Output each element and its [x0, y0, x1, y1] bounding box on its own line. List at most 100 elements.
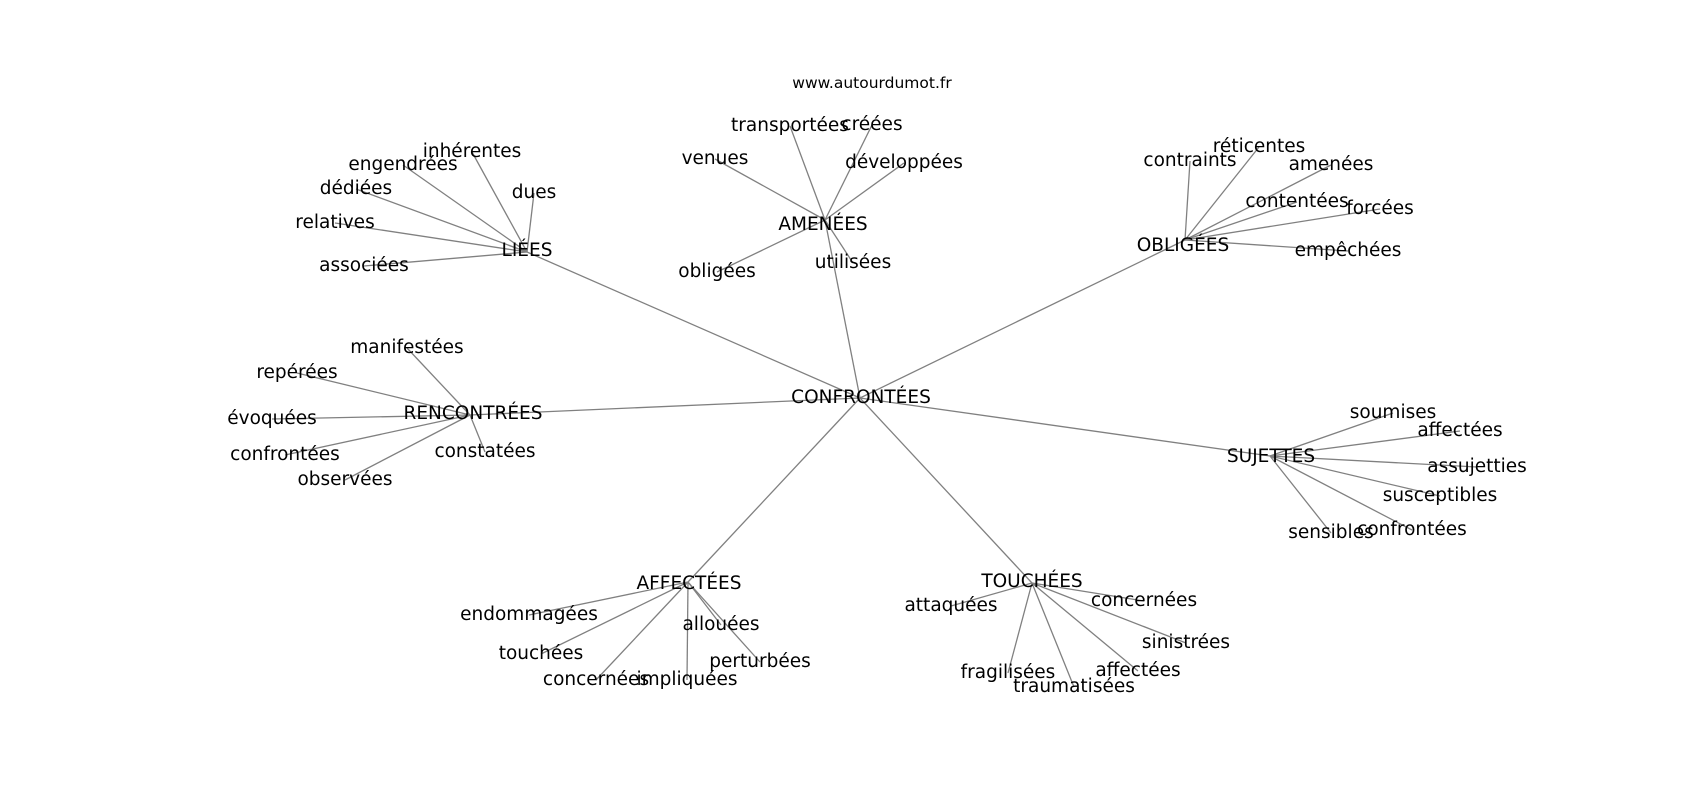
edge-hub-to-word — [1269, 455, 1478, 468]
leaf-word-label: impliquées — [636, 669, 737, 690]
edge-hub-to-word — [1269, 455, 1413, 531]
edge-hub-to-word — [1031, 582, 1139, 672]
hub-node-label: TOUCHÉES — [980, 570, 1082, 592]
edge-hub-to-word — [406, 347, 471, 416]
leaf-word-label: venues — [682, 148, 749, 169]
edge-hub-to-word — [344, 414, 471, 481]
leaf-word-label: sensibles — [1288, 522, 1373, 543]
edge-hub-to-word — [1007, 582, 1033, 674]
edge-hub-to-word — [1031, 582, 1187, 644]
source-url: www.autourdumot.fr — [792, 74, 952, 92]
leaf-word-label: contraints — [1143, 150, 1236, 171]
leaf-word-label: empêchées — [1295, 240, 1402, 261]
edge-hub-to-word — [363, 251, 528, 267]
leaf-word-label: inhérentes — [423, 141, 522, 162]
edge-hub-to-word — [1184, 208, 1381, 241]
leaf-word-label: contentées — [1245, 191, 1348, 212]
edge-hub-to-word — [950, 582, 1033, 607]
leaf-word-label: allouées — [682, 614, 759, 635]
leaf-word-label: relatives — [295, 212, 374, 233]
leaf-word-label: dédiées — [320, 178, 392, 199]
edge-hub-to-word — [471, 151, 528, 253]
leaf-word-label: endommagées — [460, 604, 598, 625]
edge-center-to-hub — [687, 397, 861, 583]
leaf-word-label: développées — [845, 152, 963, 173]
edge-center-to-hub — [859, 397, 1033, 584]
edge-hub-to-word — [789, 125, 826, 221]
edge-hub-to-word — [1269, 412, 1394, 457]
leaf-word-label: affectées — [1417, 420, 1502, 441]
leaf-word-label: touchées — [499, 643, 584, 664]
leaf-word-label: constatées — [434, 441, 535, 462]
leaf-word-label: confrontées — [230, 444, 340, 465]
edge-hub-to-word — [595, 581, 689, 681]
edges-layer — [271, 124, 1478, 688]
edge-hub-to-word — [687, 581, 722, 626]
edge-hub-to-word — [540, 581, 689, 655]
edge-hub-to-word — [1269, 455, 1441, 497]
leaf-word-label: sinistrées — [1142, 632, 1230, 653]
leaf-word-label: traumatisées — [1013, 676, 1135, 697]
edge-hub-to-word — [1184, 239, 1349, 252]
hub-node-label: AMENÉES — [778, 213, 867, 235]
edge-hub-to-word — [686, 581, 689, 681]
leaf-word-label: amenées — [1289, 154, 1374, 175]
edge-hub-to-word — [271, 414, 471, 420]
edge-center-to-hub — [526, 251, 861, 399]
leaf-word-label: concernées — [1091, 590, 1197, 611]
edge-hub-to-word — [687, 581, 761, 663]
leaf-word-label: forcées — [1346, 198, 1414, 219]
hub-node-label: LIÉES — [502, 239, 553, 261]
hub-node-label: OBLIGÉES — [1137, 234, 1229, 256]
leaf-word-label: affectées — [1095, 660, 1180, 681]
leaf-word-label: confrontées — [1357, 519, 1467, 540]
edge-hub-to-word — [1184, 164, 1332, 241]
edge-hub-to-word — [1269, 455, 1332, 534]
leaf-word-label: manifestées — [350, 337, 463, 358]
edge-center-to-hub — [824, 219, 861, 399]
edge-hub-to-word — [824, 124, 873, 221]
leaf-word-label: créées — [841, 114, 902, 135]
edge-hub-to-word — [1184, 160, 1191, 241]
hub-node-label: AFFECTÉES — [637, 572, 742, 594]
hub-node-label: SUJETTES — [1227, 446, 1315, 467]
leaf-word-label: associées — [319, 255, 409, 276]
edge-hub-to-word — [469, 414, 486, 453]
edge-hub-to-word — [1184, 201, 1298, 241]
leaf-word-label: attaquées — [904, 595, 997, 616]
edge-hub-to-word — [526, 192, 535, 253]
leaf-word-label: observées — [297, 469, 392, 490]
edge-hub-to-word — [824, 219, 854, 264]
leaf-word-label: fragilisées — [961, 662, 1056, 683]
edge-hub-to-word — [355, 188, 528, 253]
leaf-word-label: réticentes — [1213, 136, 1306, 157]
edge-hub-to-word — [716, 219, 826, 273]
leaf-word-label: utilisées — [815, 252, 891, 273]
edge-center-to-hub — [859, 397, 1271, 457]
leaf-word-label: transportées — [731, 115, 849, 136]
leaf-word-label: repérées — [256, 362, 337, 383]
leaf-word-label: soumises — [1350, 402, 1437, 423]
leaf-word-label: engendrées — [348, 154, 457, 175]
leaf-word-label: perturbées — [709, 651, 810, 672]
edge-hub-to-word — [1031, 582, 1145, 602]
hub-node-label: RENCONTRÉES — [404, 402, 543, 424]
edge-hub-to-word — [334, 222, 528, 253]
edge-hub-to-word — [1184, 146, 1260, 241]
edge-hub-to-word — [402, 164, 528, 253]
center-node-label: CONFRONTÉES — [791, 386, 931, 408]
edge-hub-to-word — [824, 162, 905, 221]
edge-center-to-hub — [469, 397, 861, 416]
edge-center-to-hub — [859, 239, 1186, 399]
edge-hub-to-word — [714, 158, 826, 221]
leaf-word-label: obligées — [678, 261, 756, 282]
edge-hub-to-word — [1269, 430, 1461, 457]
edge-hub-to-word — [284, 414, 471, 456]
leaf-word-label: dues — [512, 182, 557, 203]
leaf-word-label: évoquées — [227, 408, 317, 429]
leaf-word-label: susceptibles — [1383, 485, 1498, 506]
leaf-word-label: assujetties — [1427, 456, 1527, 477]
edge-hub-to-word — [296, 372, 471, 416]
